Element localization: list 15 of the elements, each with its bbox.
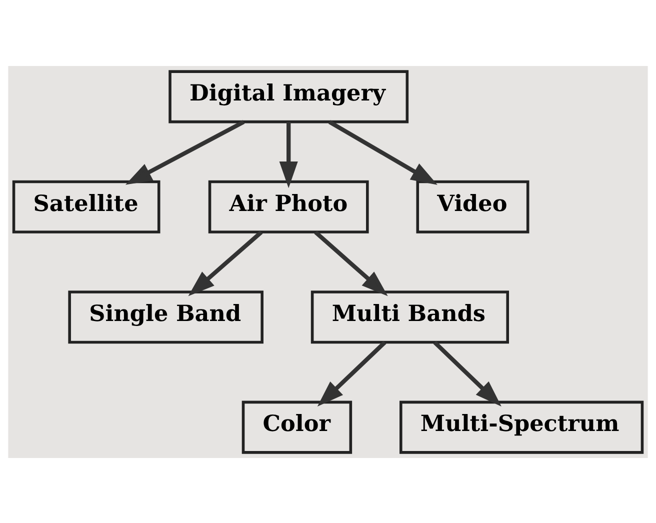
arrow: [433, 340, 502, 406]
node-box: Digital Imagery: [168, 70, 409, 123]
node-box: Video: [416, 180, 530, 233]
arrow: [188, 230, 263, 296]
arrow: [328, 120, 438, 184]
node-box: Color: [242, 400, 352, 454]
node-box: Single Band: [68, 290, 264, 344]
arrow: [317, 340, 386, 406]
arrow: [314, 230, 388, 296]
node-box: Satellite: [12, 180, 160, 233]
node-box: Air Photo: [208, 180, 369, 233]
node-box: Multi Bands: [310, 290, 509, 344]
arrow: [279, 121, 298, 188]
arrow: [125, 120, 245, 184]
node-box: Multi-Spectrum: [400, 400, 644, 454]
